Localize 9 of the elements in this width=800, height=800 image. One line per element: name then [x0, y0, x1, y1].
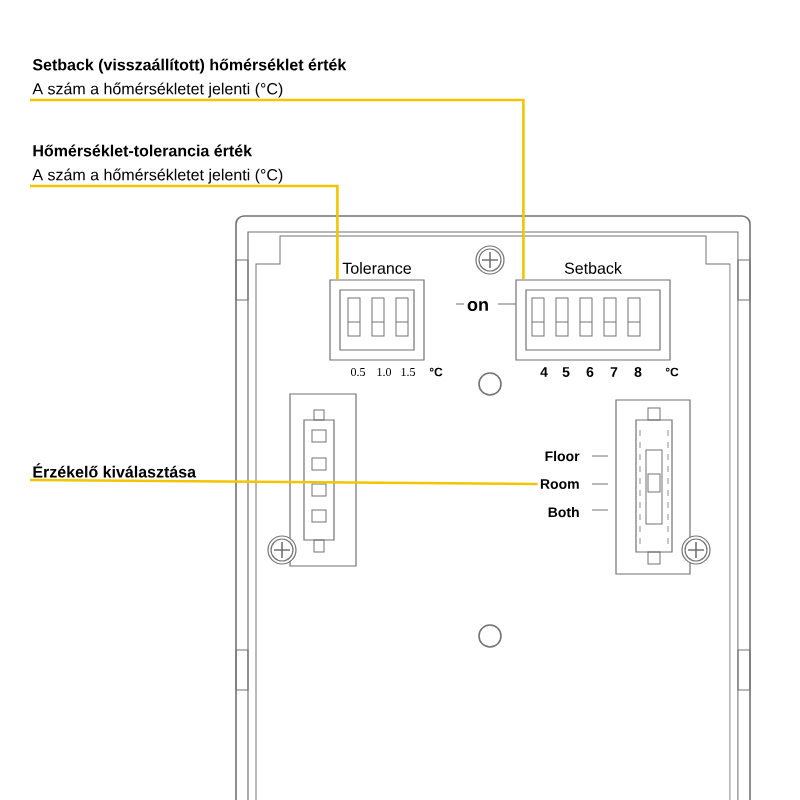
leader-line [30, 98, 525, 280]
callout-text: Setback (visszaállított) hőmérséklet érték A szám a hőmérsékletet jelenti (°C) [32, 58, 347, 98]
leader-line [30, 478, 538, 486]
callout-text: Hőmérséklet-tolerancia érték A szám a hőmérsékletet jelenti (°C) [32, 144, 283, 184]
node-label: Tolerance [342, 262, 411, 274]
device-label: on [465, 299, 491, 313]
leader-line [30, 184, 339, 280]
callout-text: Érzékelő kiválasztása [33, 463, 197, 478]
node-label: Setback [564, 262, 622, 274]
